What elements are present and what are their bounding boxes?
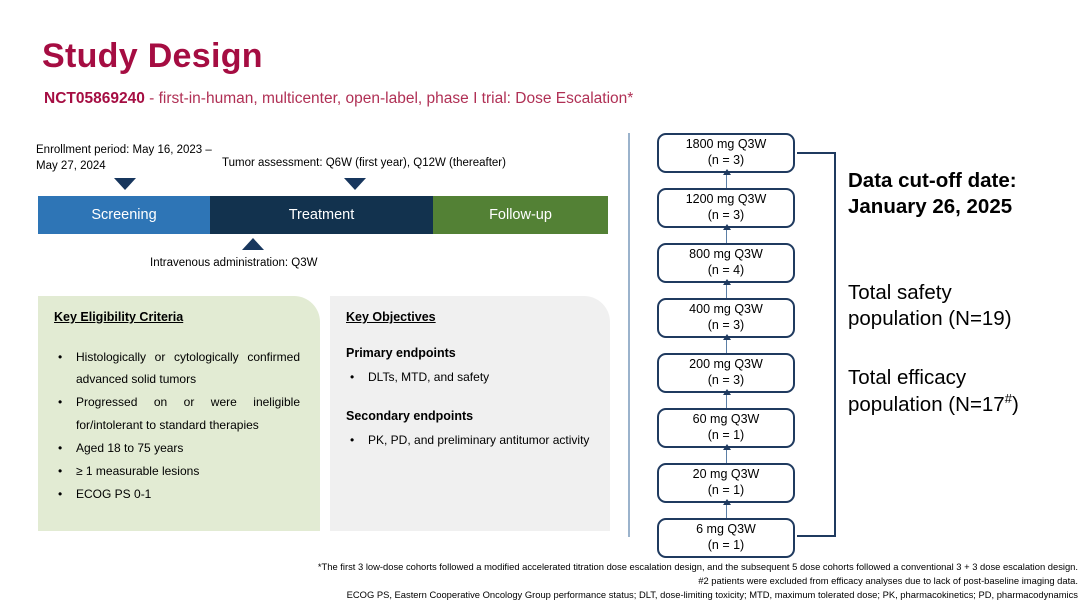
- dose-label: 1800 mg Q3W: [685, 137, 767, 152]
- dose-label: 6 mg Q3W: [696, 522, 756, 537]
- timeline-segment-treatment: Treatment: [210, 196, 433, 234]
- dose-n: (n = 1): [707, 538, 745, 552]
- iv-administration-note: Intravenous administration: Q3W: [150, 257, 318, 269]
- dose-cohort-box: 6 mg Q3W (n = 1): [657, 518, 795, 558]
- list-item: Histologically or cytologically confirme…: [54, 346, 304, 390]
- tumor-assessment-marker-icon: [344, 178, 366, 190]
- safety-line1: Total safety: [848, 281, 952, 304]
- dose-label: 800 mg Q3W: [689, 247, 763, 262]
- efficacy-prefix: population (N=17: [848, 393, 1005, 417]
- primary-endpoints-list: DLTs, MTD, and safety: [346, 366, 594, 388]
- timeline-segment-followup: Follow-up: [433, 196, 608, 234]
- dose-cohort-box: 1200 mg Q3W (n = 3): [657, 188, 795, 228]
- footnote-efficacy-exclusion: #2 patients were excluded from efficacy …: [698, 575, 1078, 586]
- safety-population-statement: Total safety population (N=19): [848, 280, 1063, 332]
- dose-cohort-box: 400 mg Q3W (n = 3): [657, 298, 795, 338]
- list-item: PK, PD, and preliminary antitumor activi…: [346, 429, 594, 451]
- dose-cohort-box: 800 mg Q3W (n = 4): [657, 243, 795, 283]
- efficacy-suffix: ): [1011, 393, 1019, 417]
- eligibility-list: Histologically or cytologically confirme…: [54, 346, 304, 506]
- list-item: Aged 18 to 75 years: [54, 437, 304, 459]
- safety-line2: population (N=19): [848, 307, 1012, 331]
- dose-label: 200 mg Q3W: [689, 357, 763, 372]
- dose-n: (n = 1): [707, 483, 745, 497]
- spacer: [346, 389, 594, 409]
- efficacy-population-statement: Total efficacy population (N=17#): [848, 365, 1063, 418]
- dose-n: (n = 4): [707, 263, 745, 277]
- eligibility-heading: Key Eligibility Criteria: [54, 310, 184, 324]
- bracket-right-segment: [834, 152, 837, 537]
- dose-label: 1200 mg Q3W: [685, 192, 767, 207]
- bracket-bottom-segment: [797, 535, 836, 538]
- data-cutoff-line2: January 26, 2025: [848, 195, 1013, 219]
- efficacy-line2: population (N=17#): [848, 391, 1063, 418]
- footnote-abbreviations: ECOG PS, Eastern Cooperative Oncology Gr…: [346, 589, 1078, 600]
- efficacy-line1: Total efficacy: [848, 366, 967, 389]
- dose-label: 400 mg Q3W: [689, 302, 763, 317]
- dose-n: (n = 3): [707, 373, 745, 387]
- list-item: DLTs, MTD, and safety: [346, 366, 594, 388]
- list-item: Progressed on or were ineligible for/int…: [54, 391, 304, 435]
- key-objectives-box: Key Objectives Primary endpoints DLTs, M…: [330, 296, 610, 531]
- efficacy-footnote-marker: #: [1004, 391, 1012, 407]
- dose-n: (n = 3): [707, 318, 745, 332]
- iv-administration-marker-icon: [242, 238, 264, 250]
- enrollment-period-note: Enrollment period: May 16, 2023 – May 27…: [36, 144, 212, 172]
- dose-label: 20 mg Q3W: [692, 467, 760, 482]
- footnote-design: *The first 3 low-dose cohorts followed a…: [317, 561, 1078, 572]
- data-cutoff-line1: Data cut-off date:: [848, 169, 1017, 192]
- dose-cohort-box: 1800 mg Q3W (n = 3): [657, 133, 795, 173]
- dose-label: 60 mg Q3W: [692, 412, 760, 427]
- dose-n: (n = 3): [707, 208, 745, 222]
- list-item: ECOG PS 0-1: [54, 483, 304, 505]
- dose-n: (n = 3): [707, 153, 745, 167]
- nct-identifier: NCT05869240: [44, 90, 145, 107]
- tumor-assessment-note: Tumor assessment: Q6W (first year), Q12W…: [222, 157, 506, 169]
- dose-escalation-ladder: 1800 mg Q3W (n = 3) 1200 mg Q3W (n = 3) …: [657, 133, 797, 558]
- key-eligibility-criteria-box: Key Eligibility Criteria Histologically …: [38, 296, 320, 531]
- page-title: Study Design: [42, 37, 263, 75]
- primary-endpoints-heading: Primary endpoints: [346, 346, 456, 360]
- subtitle-rest: - first-in-human, multicenter, open-labe…: [144, 90, 634, 107]
- dose-cohort-box: 20 mg Q3W (n = 1): [657, 463, 795, 503]
- study-timeline-bar: Screening Treatment Follow-up: [38, 196, 608, 234]
- bracket-top-segment: [797, 152, 836, 155]
- data-cutoff-statement: Data cut-off date: January 26, 2025: [848, 168, 1063, 220]
- dose-cohort-box: 60 mg Q3W (n = 1): [657, 408, 795, 448]
- secondary-endpoints-heading: Secondary endpoints: [346, 409, 474, 424]
- list-item: ≥ 1 measurable lesions: [54, 460, 304, 482]
- secondary-endpoints-list: PK, PD, and preliminary antitumor activi…: [346, 429, 594, 451]
- study-subtitle: NCT05869240 - first-in-human, multicente…: [44, 90, 633, 108]
- vertical-divider: [628, 133, 630, 537]
- objectives-heading: Key Objectives: [346, 310, 436, 324]
- dose-cohort-box: 200 mg Q3W (n = 3): [657, 353, 795, 393]
- timeline-segment-screening: Screening: [38, 196, 210, 234]
- dose-n: (n = 1): [707, 428, 745, 442]
- enrollment-marker-icon: [114, 178, 136, 190]
